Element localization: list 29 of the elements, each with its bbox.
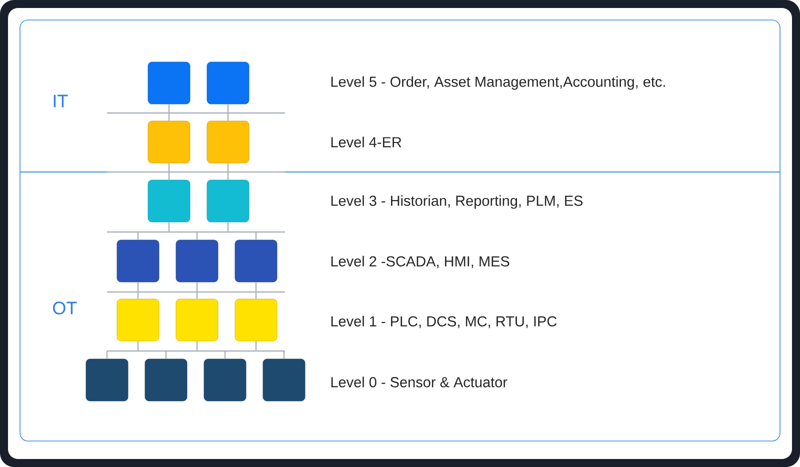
- zone-label: OT: [53, 302, 77, 314]
- level-box: [148, 180, 190, 222]
- bus-connector: [106, 282, 286, 300]
- level-box: [116, 298, 160, 342]
- bus-connector: [106, 104, 286, 122]
- level-label: Level 4-ER: [331, 136, 402, 148]
- bus-connector: [106, 340, 286, 360]
- level-box: [148, 120, 190, 164]
- level-box: [176, 240, 218, 282]
- level-box: [234, 298, 278, 342]
- level-box: [148, 62, 190, 104]
- level-box: [262, 358, 306, 402]
- level-label: Level 5 - Order, Asset Management,Accounting, etc.: [331, 76, 665, 90]
- zone-label: IT: [54, 94, 68, 108]
- bus-connector: [106, 222, 286, 240]
- level-label: Level 1 - PLC, DCS, MC, RTU, IPC: [331, 316, 557, 328]
- level-box: [206, 120, 250, 164]
- level-label: Level 2 -SCADA, HMI, MES: [331, 256, 510, 268]
- level-box: [204, 358, 246, 402]
- level-box: [144, 358, 188, 402]
- level-label: Level 0 - Sensor & Actuator: [331, 376, 508, 388]
- level-box: [86, 358, 128, 402]
- level-box: [234, 240, 278, 282]
- level-label: Level 3 - Historian, Reporting, PLM, ES: [331, 195, 583, 209]
- level-box: [176, 298, 218, 342]
- level-box: [206, 180, 250, 222]
- level-box: [116, 240, 160, 282]
- bus-connector: [106, 162, 286, 180]
- level-box: [206, 62, 250, 104]
